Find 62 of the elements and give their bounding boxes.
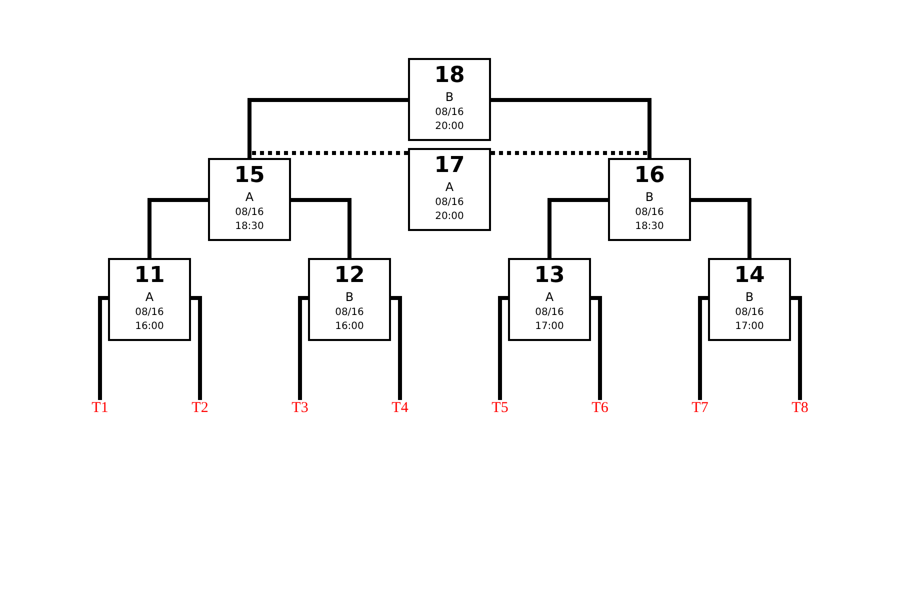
bracket-line: [148, 198, 208, 258]
team-label: T5: [492, 400, 508, 416]
team-label: T1: [92, 400, 108, 416]
team-label: T3: [292, 400, 308, 416]
bracket-line: [98, 296, 108, 400]
group-letter: B: [645, 189, 654, 206]
bracket-line: [691, 198, 752, 258]
group-letter: A: [145, 289, 154, 306]
match-number: 14: [734, 263, 765, 289]
group-letter: A: [245, 189, 254, 206]
match-time: 16:00: [135, 320, 164, 334]
group-letter: A: [445, 179, 454, 196]
bracket-line: [698, 296, 708, 400]
match-number: 12: [334, 263, 365, 289]
match-number: 15: [234, 163, 265, 189]
match-box: [708, 258, 791, 341]
match-number: 13: [534, 263, 565, 289]
match-number: 18: [434, 63, 465, 89]
bracket-line: [298, 296, 308, 400]
match-date: 08/16: [235, 206, 264, 220]
bracket-line: [291, 198, 352, 258]
match-time: 17:00: [735, 320, 764, 334]
group-letter: B: [445, 89, 454, 106]
match-time: 16:00: [335, 320, 364, 334]
bracket-line: [548, 198, 608, 258]
match-box: [408, 148, 491, 231]
bracket-line: [191, 296, 202, 400]
match-date: 08/16: [635, 206, 664, 220]
match-time: 18:30: [635, 220, 664, 234]
match-box: [608, 158, 691, 241]
team-label: T2: [192, 400, 208, 416]
match-date: 08/16: [735, 306, 764, 320]
dotted-connector-line: [491, 151, 652, 158]
match-date: 08/16: [435, 196, 464, 210]
match-box: [208, 158, 291, 241]
match-number: 16: [634, 163, 665, 189]
match-date: 08/16: [335, 306, 364, 320]
match-date: 08/16: [135, 306, 164, 320]
team-label: T4: [392, 400, 408, 416]
match-time: 20:00: [435, 120, 464, 134]
team-label: T6: [592, 400, 608, 416]
bracket-line: [498, 296, 508, 400]
match-date: 08/16: [435, 106, 464, 120]
bracket-line: [791, 296, 802, 400]
match-time: 20:00: [435, 210, 464, 224]
match-date: 08/16: [535, 306, 564, 320]
match-time: 17:00: [535, 320, 564, 334]
group-letter: A: [545, 289, 554, 306]
match-time: 18:30: [235, 220, 264, 234]
team-label: T7: [692, 400, 708, 416]
match-number: 17: [434, 153, 465, 179]
match-box: [508, 258, 591, 341]
match-box: [308, 258, 391, 341]
match-box: [108, 258, 191, 341]
team-label: T8: [792, 400, 808, 416]
dotted-connector-line: [248, 151, 408, 158]
bracket-line: [591, 296, 602, 400]
group-letter: B: [745, 289, 754, 306]
bracket-line: [391, 296, 402, 400]
match-box: [408, 58, 491, 141]
group-letter: B: [345, 289, 354, 306]
match-number: 11: [134, 263, 165, 289]
